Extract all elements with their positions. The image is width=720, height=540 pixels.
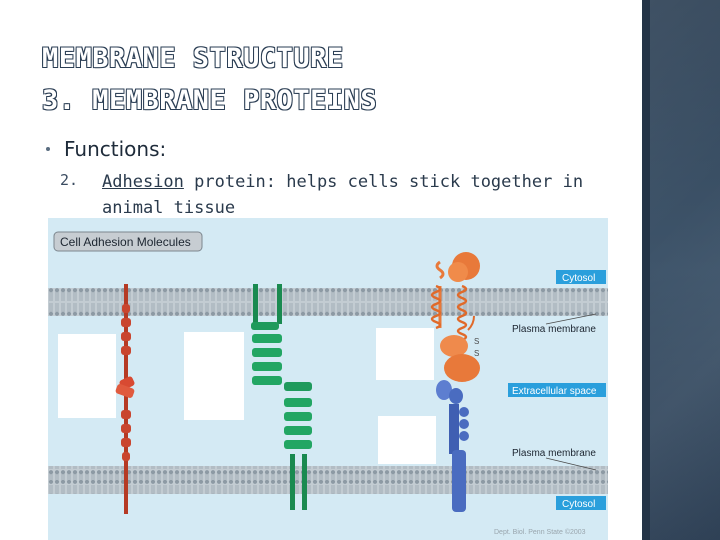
figure-heading: Cell Adhesion Molecules — [60, 235, 191, 249]
sub-item-description: protein: helps cells stick together in a… — [102, 172, 584, 218]
heading-box: Cell Adhesion Molecules — [53, 231, 203, 252]
cell-adhesion-figure: Cell Adhesion Molecules — [48, 218, 608, 540]
bullet-dot-icon — [46, 147, 50, 151]
decorative-sidebar — [642, 0, 720, 540]
sub-item-adhesion: 2. Adhesion protein: helps cells stick t… — [60, 169, 620, 221]
pointer-line-top — [545, 313, 597, 325]
label-plasma-membrane-top: Plasma membrane — [512, 324, 596, 335]
label-extracellular-space-text: Extracellular space — [512, 386, 597, 397]
bullet-label: Functions: — [64, 137, 167, 161]
sidebar-edge — [642, 0, 650, 540]
sidebar-texture — [650, 0, 720, 540]
panel-white-1 — [58, 334, 116, 418]
panel-white-4 — [378, 416, 436, 464]
label-cytosol-top-text: Cytosol — [562, 273, 595, 284]
slide-title: MEMBRANE STRUCTURE 3. MEMBRANE PROTEINS — [42, 38, 602, 122]
sub-item-number: 2. — [60, 171, 79, 189]
protein-orange: S S — [430, 252, 480, 382]
membrane-top — [48, 288, 608, 316]
label-cytosol-top: Cytosol — [556, 270, 606, 284]
label-plasma-membrane-bottom: Plasma membrane — [512, 448, 596, 459]
protein-green — [251, 284, 312, 510]
bullet-functions: Functions: — [46, 137, 166, 161]
panel-white-3 — [376, 328, 434, 380]
panel-white-2 — [184, 332, 244, 420]
sub-item-text: Adhesion protein: helps cells stick toge… — [102, 169, 602, 221]
sub-item-term: Adhesion — [102, 172, 184, 192]
figure-credit: Dept. Biol. Penn State ©2003 — [494, 528, 586, 536]
title-line-2: 3. MEMBRANE PROTEINS — [42, 85, 378, 116]
membrane-bottom — [48, 466, 608, 494]
pointer-line-bottom — [545, 457, 597, 471]
label-extracellular-space: Extracellular space — [508, 383, 606, 397]
protein-red — [115, 284, 135, 514]
disulfide-s1: S — [474, 337, 479, 346]
label-cytosol-bottom: Cytosol — [556, 496, 606, 510]
protein-blue — [436, 380, 469, 512]
label-cytosol-bottom-text: Cytosol — [562, 499, 595, 510]
disulfide-s2: S — [474, 349, 479, 358]
title-line-1: MEMBRANE STRUCTURE — [42, 43, 344, 74]
